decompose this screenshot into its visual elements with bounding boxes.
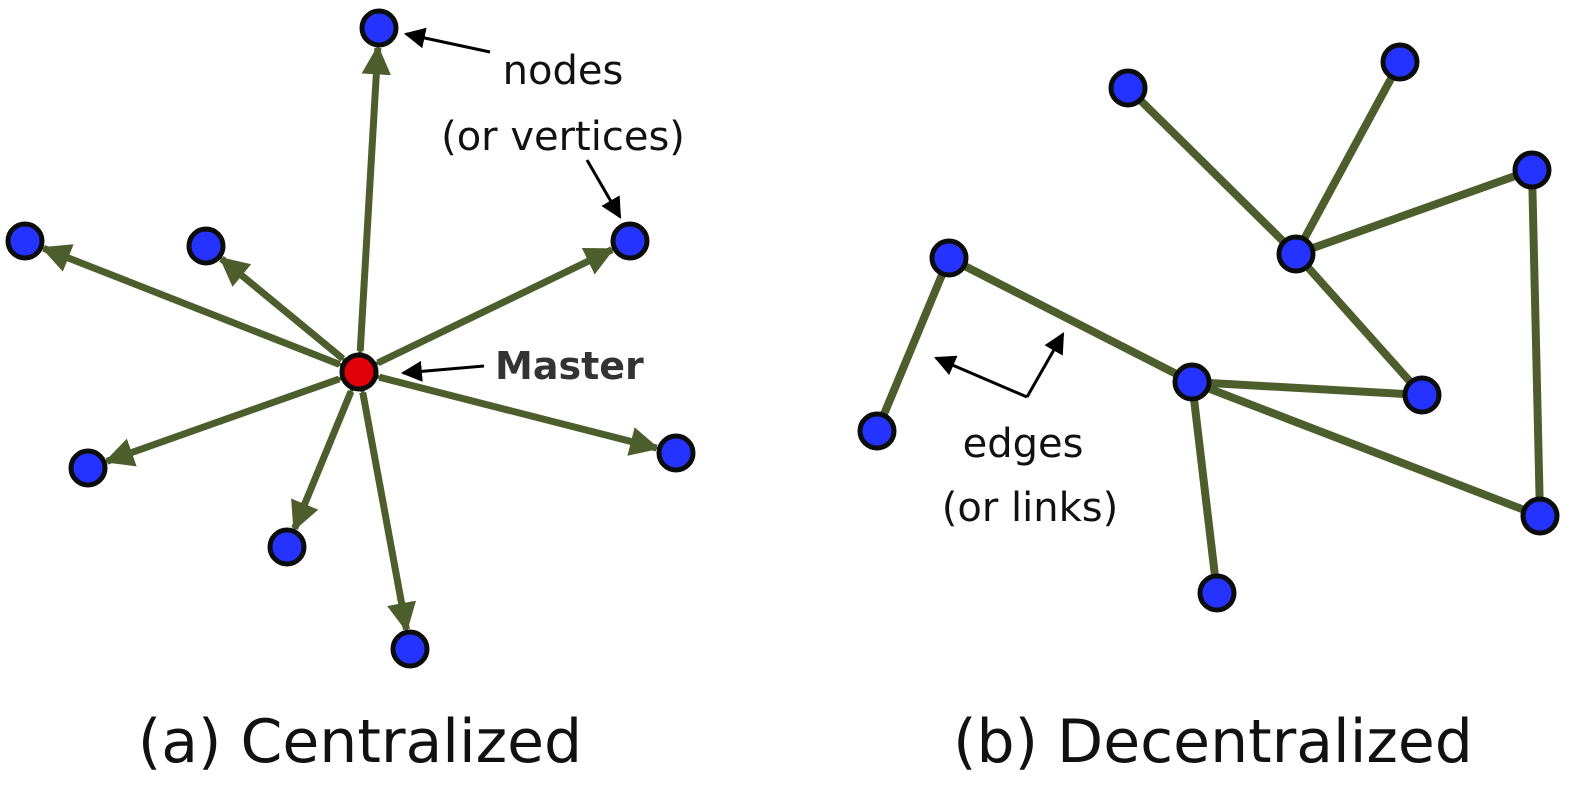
decentral-node-9 — [1520, 496, 1560, 536]
edges-pointer-left — [934, 355, 1028, 399]
decentral-node-2 — [1380, 42, 1420, 82]
central-edge-3 — [40, 244, 370, 388]
centralized-edges — [40, 45, 660, 633]
decentral-edge-9 — [1292, 58, 1404, 258]
decentral-node-3 — [1512, 150, 1552, 190]
decentral-node-7 — [1402, 375, 1442, 415]
decentral-edge-6 — [1528, 166, 1544, 520]
edges-label-line1: edges — [963, 421, 1084, 467]
decentral-node-5 — [929, 238, 969, 278]
centralized-network — [5, 8, 696, 669]
central-node-8 — [656, 433, 696, 473]
central-node-3 — [5, 221, 45, 261]
edges-label-line2: (or links) — [942, 485, 1118, 531]
decentral-node-6 — [1172, 362, 1212, 402]
decentral-edge-8 — [1124, 84, 1300, 258]
decentral-node-10 — [1197, 573, 1237, 613]
central-edge-5 — [104, 356, 370, 467]
central-node-4 — [186, 226, 226, 266]
central-node-5 — [68, 448, 108, 488]
decentral-node-4 — [1276, 234, 1316, 274]
nodes-label-line1: nodes — [503, 48, 624, 94]
nodes-pointer-right — [585, 159, 622, 219]
centralized-nodes — [5, 8, 696, 669]
central-node-2 — [610, 221, 650, 261]
central-edge-1 — [344, 45, 391, 379]
central-node-1 — [359, 8, 399, 48]
master-node — [339, 352, 379, 392]
decentral-edge-5 — [1188, 378, 1544, 520]
decentral-edge-4 — [1188, 378, 1221, 597]
master-label: Master — [495, 344, 644, 388]
decentral-node-1 — [1108, 68, 1148, 108]
nodes-label-line2: (or vertices) — [441, 114, 685, 160]
central-edge-6 — [291, 361, 375, 532]
decentralized-edges — [873, 58, 1544, 597]
master-pointer — [400, 360, 485, 382]
central-node-7 — [390, 629, 430, 669]
central-edge-7 — [343, 363, 417, 633]
decentralized-nodes — [857, 42, 1560, 613]
central-node-6 — [267, 527, 307, 567]
decentral-node-8 — [857, 411, 897, 451]
decentral-edge-3 — [1188, 378, 1426, 399]
decentral-edge-7 — [1292, 166, 1536, 258]
central-edge-2 — [347, 246, 615, 388]
caption-centralized: (a) Centralized — [138, 707, 582, 777]
decentralized-network — [857, 42, 1560, 613]
caption-decentralized: (b) Decentralized — [953, 707, 1473, 777]
central-edge-4 — [219, 256, 373, 387]
edges-pointer-hook — [1025, 332, 1065, 398]
decentral-edge-10 — [1292, 250, 1426, 399]
decentral-edge-2 — [945, 254, 1196, 386]
decentral-edge-1 — [873, 254, 953, 435]
nodes-pointer-top — [403, 27, 491, 54]
central-edge-8 — [350, 356, 660, 456]
